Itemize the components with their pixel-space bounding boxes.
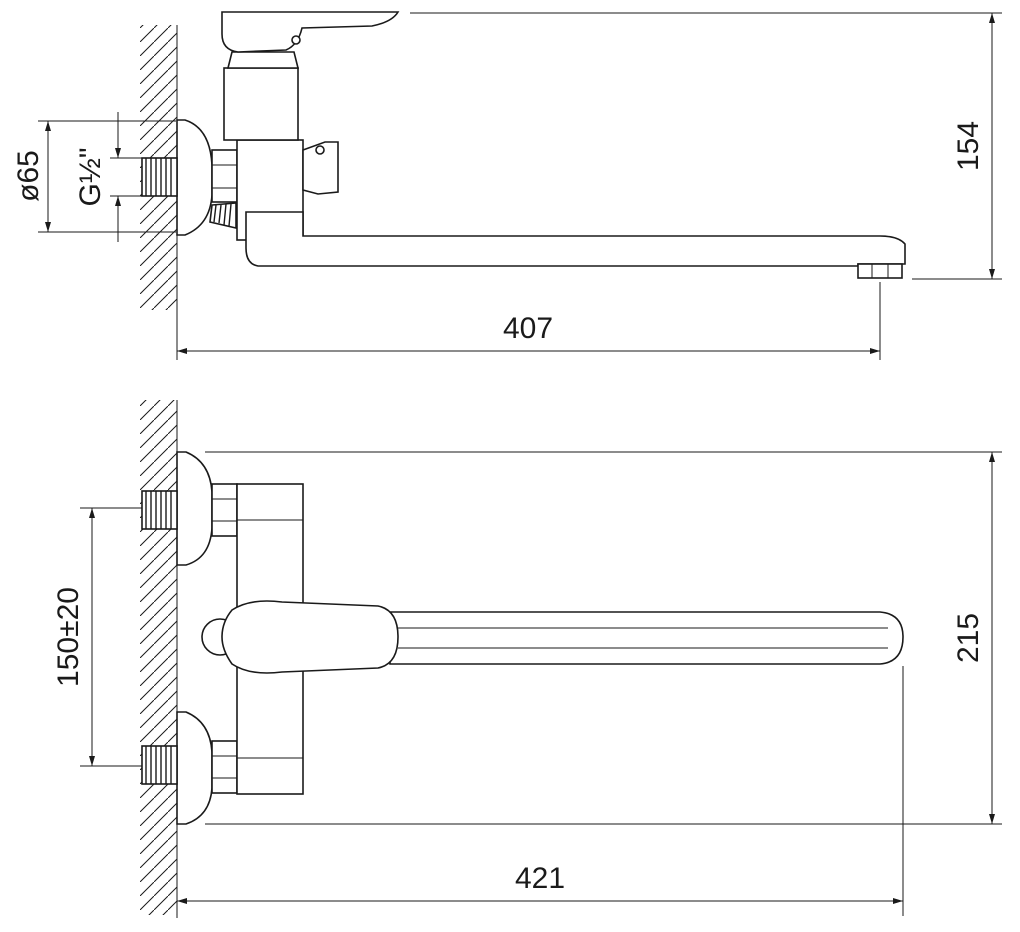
spout-front <box>389 611 904 665</box>
wall-flange-lower <box>176 711 213 825</box>
wall-flange-upper <box>176 451 213 566</box>
dim-label-side-height: 154 <box>952 121 985 171</box>
lever-handle-side <box>221 11 400 53</box>
thread-lines-lower <box>145 746 172 784</box>
spout-side <box>245 211 906 267</box>
hex-nut-upper <box>211 483 238 537</box>
lever-screw <box>291 35 301 45</box>
side-view: 154 407 ø65 G½" <box>12 11 1002 360</box>
aerator-side <box>857 263 903 279</box>
diverter-pin <box>315 145 325 155</box>
dim-label-inlet-spacing: 150±20 <box>52 587 85 687</box>
wall-hatch-bottom <box>140 400 177 915</box>
dim-label-front-height: 215 <box>952 613 985 663</box>
hex-nut-side <box>211 149 238 203</box>
hex-nut-lower <box>211 740 238 794</box>
dim-label-flange-diameter: ø65 <box>12 150 45 202</box>
thread-lines-side <box>145 158 172 196</box>
dim-label-side-width: 407 <box>503 312 553 345</box>
diverter-knob-side <box>209 202 237 230</box>
thread-lines-upper <box>145 491 172 529</box>
threaded-inlet-lower <box>141 745 178 785</box>
dim-label-thread-size: G½" <box>74 147 107 206</box>
threaded-inlet-upper <box>141 490 178 530</box>
cartridge-collar-side <box>226 51 300 69</box>
body-cap-side <box>223 67 299 141</box>
dim-label-front-width: 421 <box>515 862 565 895</box>
knob-knurl <box>213 203 232 227</box>
front-view: 215 421 150±20 <box>52 400 1002 918</box>
lever-handle-front <box>221 600 399 674</box>
diverter-pull-side <box>302 141 339 195</box>
wall-flange-side <box>176 119 213 236</box>
threaded-inlet-side <box>141 157 178 197</box>
